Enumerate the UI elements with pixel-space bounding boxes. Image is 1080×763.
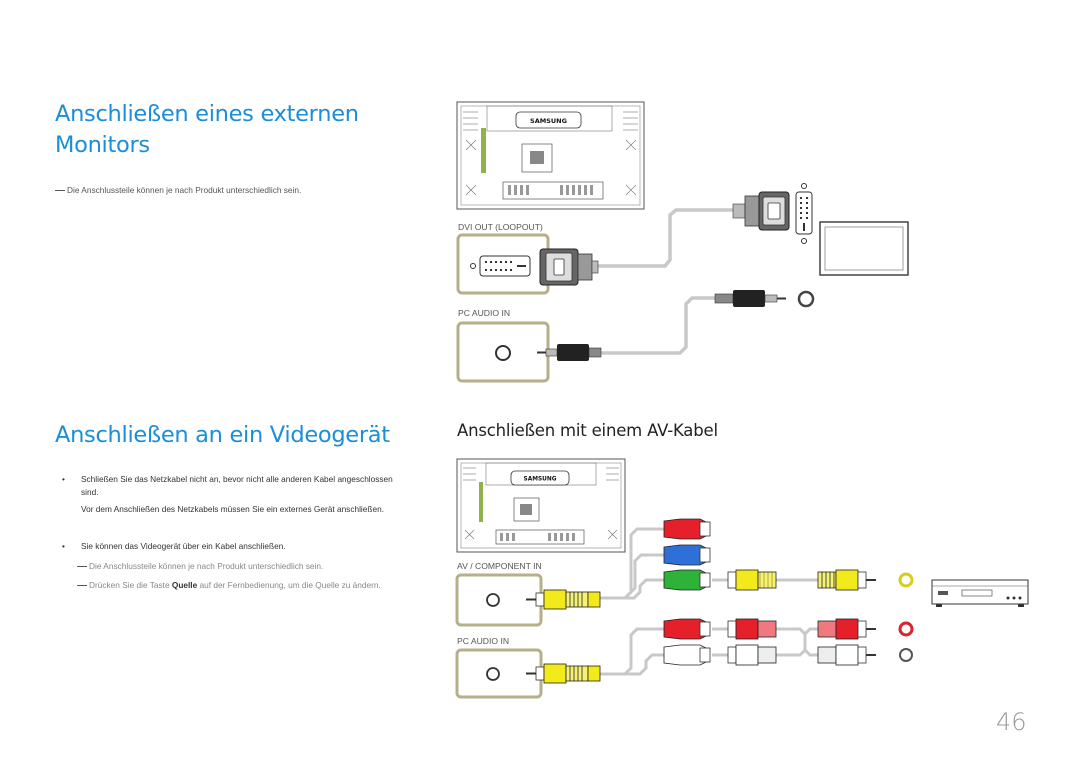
plug-red-audio-left: [663, 618, 777, 640]
plug-white-audio-left: [663, 644, 777, 666]
av-cables: [600, 527, 818, 676]
label-av-component: AV / COMPONENT IN: [457, 561, 542, 571]
pc-audio-port-top: [456, 321, 550, 383]
bullet-dot: •: [62, 541, 65, 551]
plug-yellow-audio-in: [526, 663, 601, 684]
plug-red-audio-right: [817, 618, 876, 640]
monitor-back-panel-top: SAMSUNG: [456, 101, 645, 210]
dvi-port-external-monitor: [795, 183, 813, 244]
av-component-port: [455, 573, 543, 627]
bullet-cable-text: Sie können das Videogerät über ein Kabel…: [81, 541, 286, 551]
plug-yellow-left: [727, 569, 777, 591]
plug-green-component: [663, 569, 711, 591]
label-dvi-out: DVI OUT (LOOPOUT): [458, 222, 543, 232]
label-pc-audio-bottom: PC AUDIO IN: [457, 636, 509, 646]
video-device-icon: [931, 579, 1029, 607]
dvi-plug-top: [732, 191, 790, 231]
dvi-cable: [591, 208, 736, 268]
plug-red-component: [663, 518, 711, 540]
plug-white-audio-right: [817, 644, 876, 666]
bullet-dot: •: [62, 474, 65, 484]
jack-white-audio: [899, 648, 913, 662]
audio-cable: [598, 296, 718, 355]
plug-yellow-right: [817, 569, 876, 591]
pc-audio-port-bottom: [455, 648, 543, 699]
note-source-post: auf der Fernbedienung, um die Quelle zu …: [197, 580, 381, 590]
bullet-power: • Schließen Sie das Netzkabel nicht an, b…: [62, 473, 401, 499]
note-dash: [77, 585, 87, 587]
audio-plug-top: [714, 290, 786, 307]
note-dash: [77, 566, 87, 568]
audio-jack-external-monitor: [797, 290, 815, 308]
note-parts-2: Die Anschlussteile können je nach Produk…: [77, 560, 407, 572]
heading-external-monitor: Anschließen eines externen Monitors: [55, 101, 359, 158]
jack-yellow-video: [898, 572, 914, 588]
note-parts-2-text: Die Anschlussteile können je nach Produk…: [89, 561, 324, 571]
note-source-key: Quelle: [171, 580, 198, 590]
note-dash: [55, 190, 65, 192]
monitor-back-panel-bottom: SAMSUNG: [456, 458, 626, 553]
page-number: 46: [996, 708, 1027, 736]
plug-yellow-av-in: [526, 589, 601, 610]
jack-red-audio: [898, 621, 914, 637]
note-parts: Die Anschlussteile können je nach Produk…: [55, 184, 385, 196]
plug-blue-component: [663, 544, 711, 566]
dvi-out-port: [456, 233, 550, 295]
heading-av-cable: Anschließen mit einem AV-Kabel: [457, 421, 718, 440]
label-pc-audio-top: PC AUDIO IN: [458, 308, 510, 318]
bullet-cable: • Sie können das Videogerät über ein Kabe…: [62, 540, 401, 553]
note-parts-text: Die Anschlussteile können je nach Produk…: [67, 185, 302, 195]
samsung-logo: SAMSUNG: [524, 477, 557, 483]
bullet-power-sub: Vor dem Anschließen des Netzkabels müsse…: [81, 504, 384, 514]
samsung-logo: SAMSUNG: [530, 117, 567, 125]
heading-video-device: Anschließen an ein Videogerät: [55, 422, 390, 448]
note-source-pre: Drücken Sie die Taste: [89, 580, 172, 590]
bullet-power-text: Schließen Sie das Netzkabel nicht an, be…: [81, 474, 393, 497]
note-source: Drücken Sie die Taste Quelle auf der Fer…: [77, 579, 407, 591]
audio-plug-bottom: [537, 344, 602, 361]
dvi-plug-bottom: [539, 248, 599, 286]
external-monitor-icon: [819, 221, 909, 276]
